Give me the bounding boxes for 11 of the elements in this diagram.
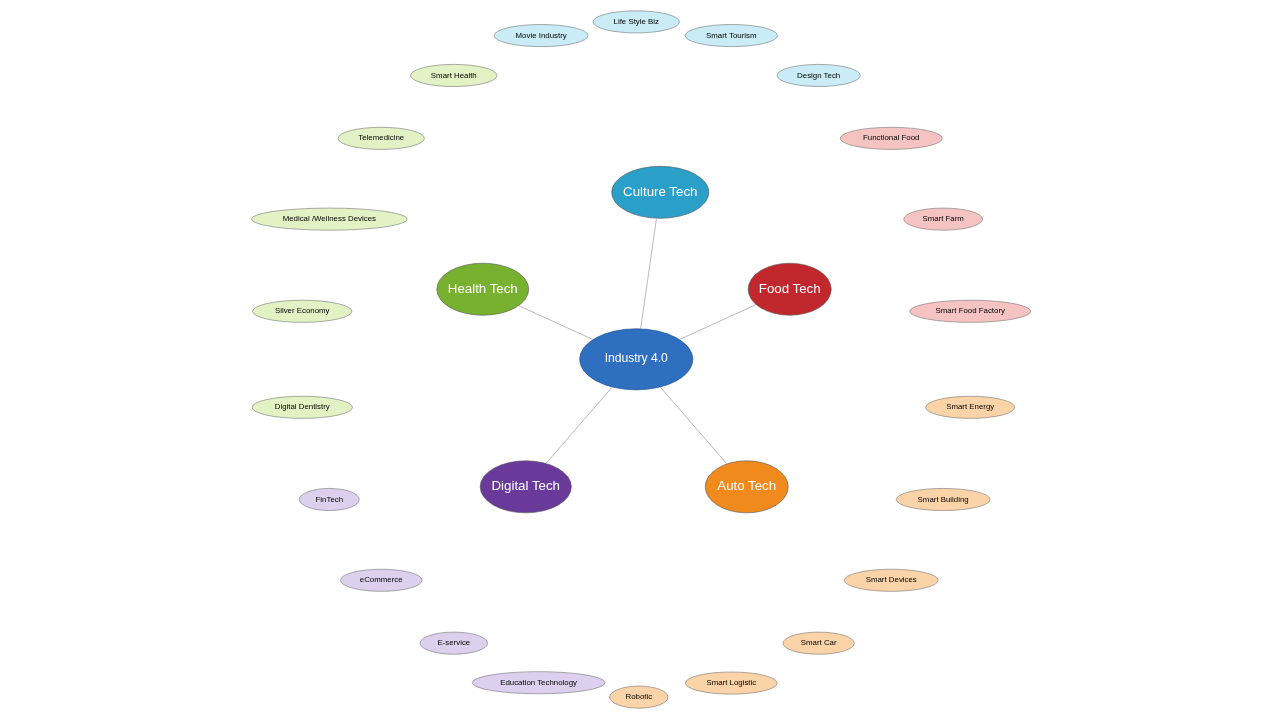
connector <box>639 218 657 329</box>
node-ellipse: Industry 4.0 <box>578 328 693 391</box>
node-ellipse: Health Tech <box>436 262 529 316</box>
connector <box>545 386 612 464</box>
connector <box>678 304 756 340</box>
node-ellipse: Food Tech <box>747 262 832 316</box>
connector <box>517 305 593 340</box>
node-ellipse: Auto Tech <box>704 460 788 514</box>
connector <box>659 386 727 465</box>
node-ellipse: Digital Tech <box>479 460 572 514</box>
node-ellipse: Culture Tech <box>610 166 709 219</box>
